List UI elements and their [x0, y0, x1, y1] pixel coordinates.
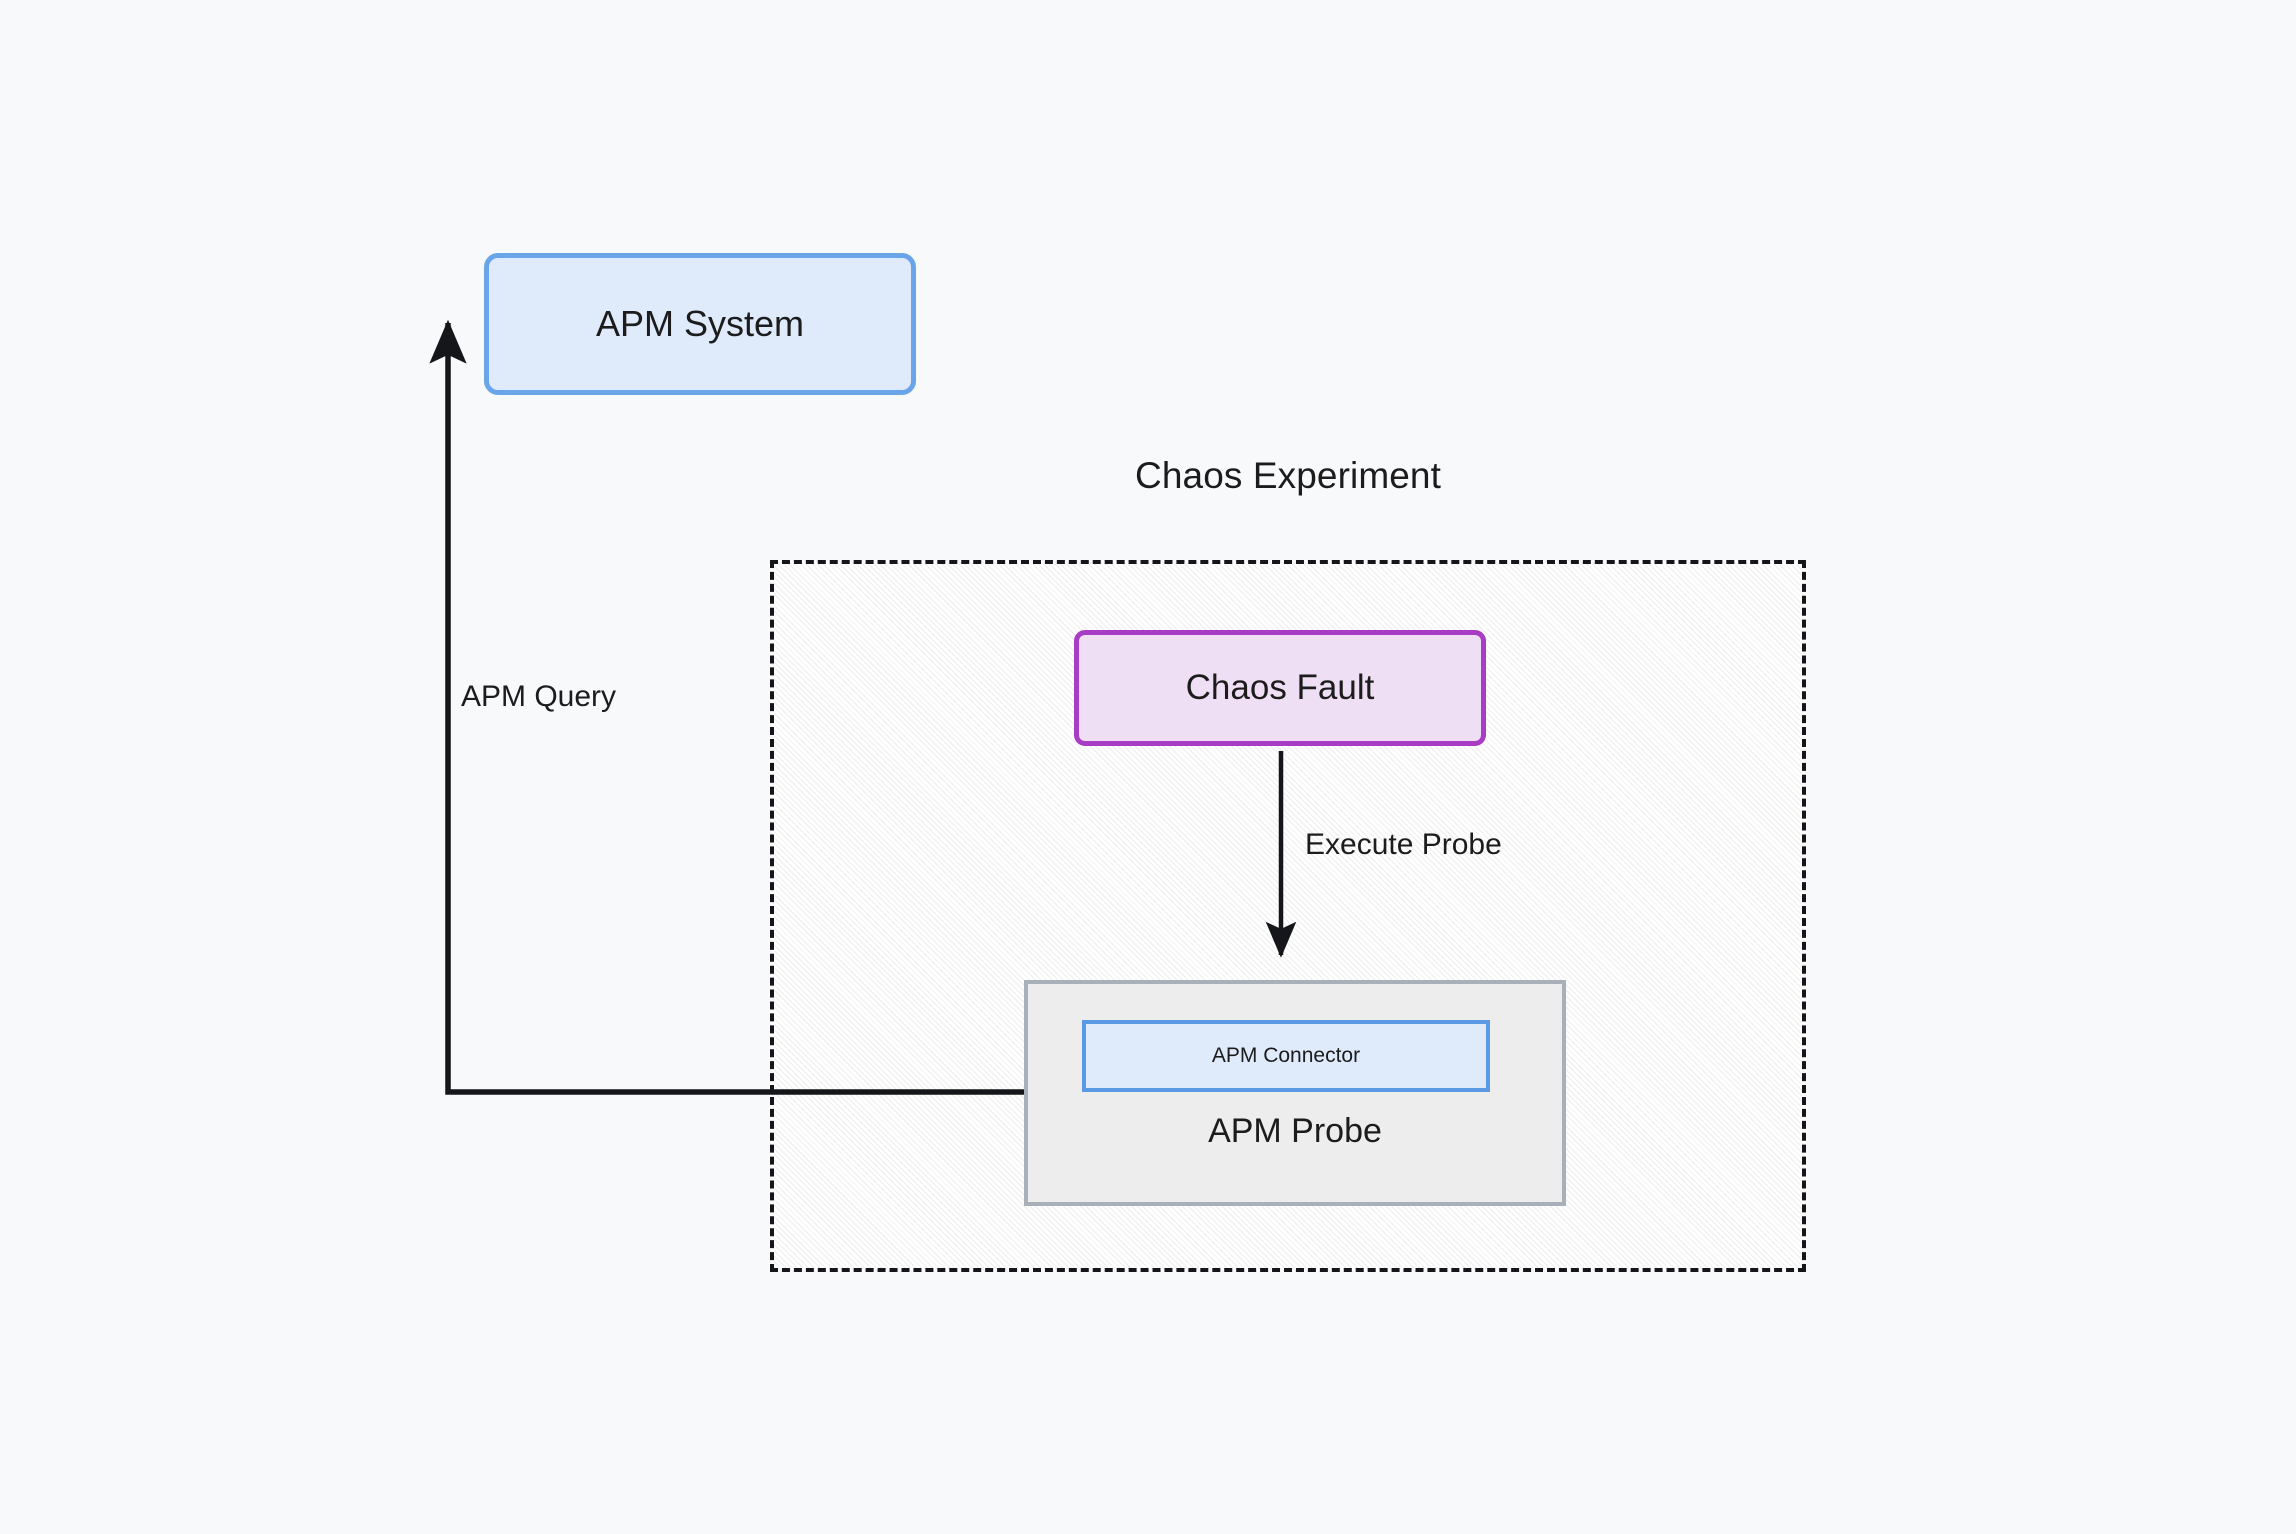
- node-apm-connector[interactable]: APM Connector: [1082, 1020, 1490, 1092]
- chaos-experiment-title: Chaos Experiment: [1135, 455, 1441, 496]
- node-apm-system[interactable]: APM System: [484, 253, 916, 395]
- edge-label-execute-probe: Execute Probe: [1305, 828, 1502, 861]
- node-chaos-fault[interactable]: Chaos Fault: [1074, 630, 1486, 746]
- apm-probe-label: APM Probe: [1208, 1112, 1382, 1150]
- node-apm-probe[interactable]: APM Probe: [1024, 980, 1566, 1206]
- edge-label-apm-query: APM Query: [461, 680, 617, 713]
